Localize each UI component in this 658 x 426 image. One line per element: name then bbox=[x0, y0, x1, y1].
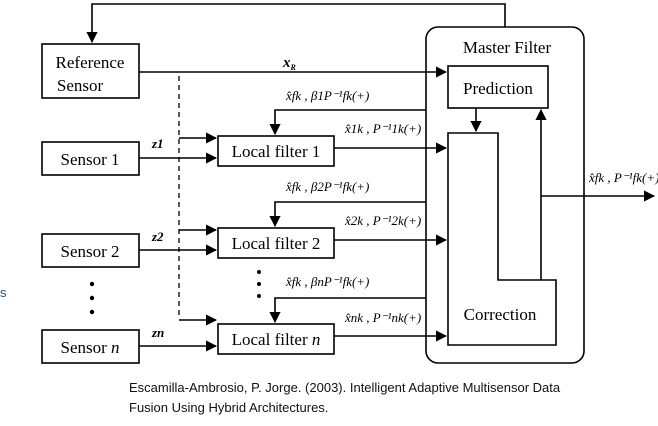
sensor-2-box bbox=[41, 233, 140, 268]
correction-box bbox=[447, 132, 557, 346]
local-filter-2-box bbox=[217, 227, 335, 259]
sensor-1-label: Sensor 1 bbox=[60, 150, 119, 169]
citation-line-1: Escamilla-Ambrosio, P. Jorge. (2003). In… bbox=[129, 380, 561, 395]
sensor-ellipsis-dot-1 bbox=[89, 281, 95, 287]
sensor-ellipsis-dot-2 bbox=[89, 295, 95, 301]
prediction-box bbox=[447, 65, 549, 109]
feedback-to-local-filter-2 bbox=[269, 201, 426, 228]
citation-line-2: Fusion Using Hybrid Architectures. bbox=[129, 400, 328, 415]
xr-label: xR bbox=[282, 55, 297, 72]
local-filter-n-box bbox=[217, 323, 335, 355]
reference-sensor-label-2: Sensor bbox=[57, 76, 104, 95]
local-out-1-label: x̂1k , P⁻¹1k(+) bbox=[344, 121, 421, 136]
local-out-n-label: x̂nk , P⁻¹nk(+) bbox=[344, 310, 421, 325]
filter-ellipsis-dot-2 bbox=[257, 282, 261, 286]
left-edge-fragment: s bbox=[0, 285, 7, 300]
master-filter-label: Master Filter bbox=[463, 38, 552, 57]
feedback-1-label: x̂fk , β1P⁻¹fk(+) bbox=[285, 88, 369, 103]
filter-ellipsis-dot-1 bbox=[257, 270, 261, 274]
sensor-2-label: Sensor 2 bbox=[60, 242, 119, 261]
local-filter-n-label: Local filter n bbox=[232, 330, 321, 349]
local-filter-2-label: Local filter 2 bbox=[232, 234, 321, 253]
sensor-n-box bbox=[41, 329, 140, 364]
feedback-to-local-filter-1 bbox=[269, 109, 426, 136]
master-to-reference-feedback bbox=[86, 3, 506, 44]
feedback-n-label: x̂fk , βnP⁻¹fk(+) bbox=[285, 274, 369, 289]
master-output-label: x̂fk , P⁻¹fk(+) bbox=[588, 170, 658, 185]
local-filter-1-box bbox=[217, 135, 335, 167]
prediction-label: Prediction bbox=[463, 79, 533, 98]
z1-label: z1 bbox=[151, 136, 164, 151]
sensor-n-label: Sensor n bbox=[60, 338, 119, 357]
feedback-to-local-filter-n bbox=[269, 297, 426, 324]
z2-label: z2 bbox=[151, 229, 164, 244]
filter-ellipsis-dot-3 bbox=[257, 294, 261, 298]
feedback-2-label: x̂fk , β2P⁻¹fk(+) bbox=[285, 179, 369, 194]
local-out-2-label: x̂2k , P⁻¹2k(+) bbox=[344, 213, 421, 228]
zn-label: zn bbox=[151, 325, 164, 340]
sensor-1-box bbox=[41, 141, 140, 176]
local-filter-1-label: Local filter 1 bbox=[232, 142, 321, 161]
reference-sensor-label: Reference bbox=[56, 53, 125, 72]
sensor-ellipsis-dot-3 bbox=[89, 309, 95, 315]
reference-sensor-box bbox=[41, 43, 140, 99]
correction-label: Correction bbox=[464, 305, 537, 324]
